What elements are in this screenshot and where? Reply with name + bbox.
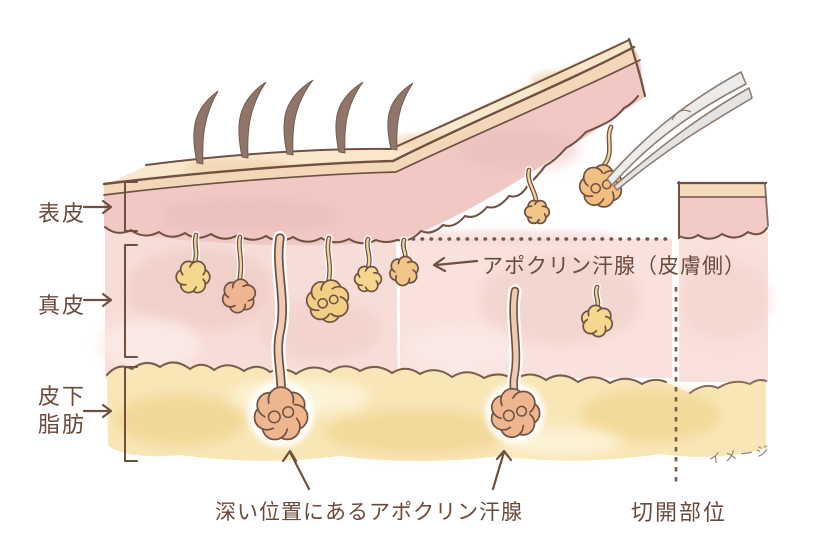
apocrine-gland [353,265,383,293]
dermis-layer [100,224,770,382]
epidermis-arrow [82,199,113,215]
incision-site-label: 切開部位 [631,500,728,525]
dermis-arrow [82,292,113,308]
subcutaneous-fat-label-line1: 皮下 [38,384,87,409]
apocrine-gland [253,386,309,441]
layer-brackets [124,181,138,462]
skin-flap [102,37,647,246]
apocrine-skin-side-label: アポクリン汗腺（皮膚側） [482,255,746,278]
apocrine-gland [175,260,211,294]
deep-apocrine-label: 深い位置にあるアポクリン汗腺 [215,501,523,524]
epidermis-label: 表皮 [38,201,87,226]
hair [238,81,267,159]
apocrine-gland [305,279,350,323]
apocrine-gland [580,304,614,338]
apocrine-skin-side-arrow [432,256,479,273]
apocrine-gland [389,255,419,287]
apocrine-glands [175,164,623,441]
incision-dotted-line [402,237,678,487]
deep-gland-arrow-left [281,449,311,491]
hair [387,82,414,151]
subcutaneous-fat-label-line2: 脂肪 [38,412,87,437]
hairs [193,79,414,165]
dermis-label: 真皮 [38,293,87,318]
right-skin-piece [676,181,769,240]
deep-gland-arrow-right [491,449,513,491]
apocrine-gland [221,278,257,314]
hair [193,90,219,165]
hair [283,79,314,156]
subcutaneous-arrow [82,403,113,419]
apocrine-gland [490,387,541,439]
label-arrows [82,199,513,491]
hair [335,81,364,154]
subcutaneous-fat-label: 皮下 脂肪 [38,383,86,439]
apocrine-gland [523,199,551,225]
tweezers-icon [606,71,753,191]
